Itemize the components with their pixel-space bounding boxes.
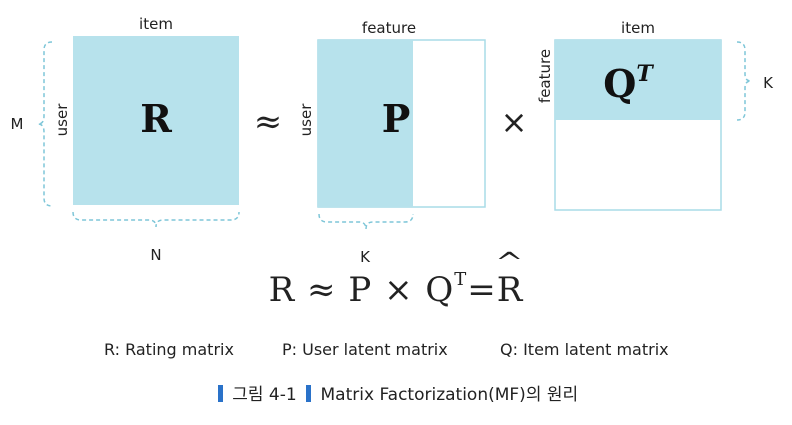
matrix-diagram: R item user M N ≈ P feature user K × QT …	[11, 15, 775, 266]
p-k-label: K	[360, 248, 371, 265]
qt-right-brace	[736, 41, 752, 121]
r-n-label: N	[150, 246, 161, 264]
qt-matrix: QT item feature K	[536, 19, 774, 211]
equation: R ≈ P × QT=R	[0, 268, 792, 310]
qt-matrix-symbol: QT	[603, 61, 654, 106]
caption-bar-left	[217, 385, 223, 402]
legend-p: P: User latent matrix	[282, 340, 448, 359]
r-bottom-brace	[72, 211, 240, 228]
figure-number: 그림 4-1	[232, 385, 297, 405]
p-feature-label: feature	[362, 19, 416, 37]
eq-t: T	[454, 268, 468, 290]
qt-feature-label: feature	[536, 49, 554, 103]
eq-r: R	[268, 270, 296, 310]
legend-q: Q: Item latent matrix	[500, 340, 669, 359]
r-item-label: item	[139, 15, 173, 33]
r-m-label: M	[11, 115, 24, 133]
eq-q: Q	[425, 270, 455, 310]
eq-r-hat: R	[497, 270, 524, 310]
r-matrix-box	[73, 36, 239, 205]
eq-equals: =	[467, 270, 497, 310]
r-user-label: user	[53, 103, 71, 137]
eq-approx: ≈	[307, 270, 337, 310]
qt-item-label: item	[621, 19, 655, 37]
qt-k-label: K	[763, 74, 774, 92]
p-user-label: user	[297, 103, 315, 137]
legend-r: R: Rating matrix	[104, 340, 234, 359]
approx-symbol: ≈	[254, 102, 283, 142]
figure-title: Matrix Factorization(MF)의 원리	[320, 385, 579, 405]
r-left-brace	[37, 41, 53, 207]
figure-caption: 그림 4-1 Matrix Factorization(MF)의 원리	[0, 380, 792, 405]
p-matrix-symbol: P	[382, 96, 411, 141]
r-matrix: R item user M N	[11, 15, 240, 264]
p-matrix-fill	[318, 40, 413, 207]
qt-matrix-fill	[555, 40, 721, 120]
p-matrix: P feature user K	[297, 19, 486, 266]
caption-bar-right	[306, 385, 312, 402]
times-symbol: ×	[501, 103, 528, 141]
eq-p: P	[348, 270, 373, 310]
eq-times: ×	[384, 270, 414, 310]
p-bottom-brace	[318, 213, 414, 230]
r-matrix-symbol: R	[140, 96, 172, 141]
